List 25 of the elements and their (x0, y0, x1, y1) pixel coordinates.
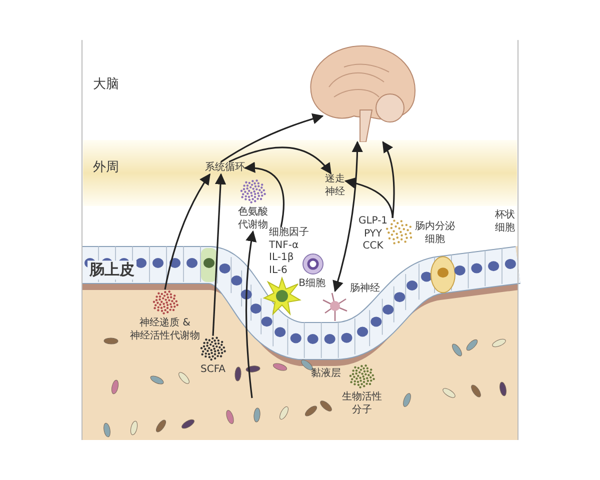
pathway-label: 生物活性分子 (341, 392, 383, 416)
arrow (244, 162, 284, 228)
pathway-label: 色氨酸代谢物 (237, 206, 269, 232)
arrow (382, 141, 395, 218)
region-label: 肠上皮 (88, 260, 136, 280)
arrow (332, 140, 363, 292)
region-label: 大脑 (93, 76, 119, 94)
region-label: B细胞 (298, 278, 326, 290)
pathway-label: 细胞因子 TNF-α IL-1β IL-6 (269, 227, 309, 277)
pathway-label: 肠神经 (350, 283, 380, 296)
region-label: 杯状细胞 (494, 210, 516, 234)
arrow (344, 178, 394, 218)
pathway-label: GLP-1 PYY CCK (358, 215, 388, 253)
region-label: 外周 (93, 160, 119, 176)
pathway-label: 神经递质 & 神经活性代谢物 (129, 318, 201, 342)
arrow (228, 146, 332, 174)
pathway-label: 肠内分泌细胞 (414, 221, 456, 246)
region-label: 黏液层 (311, 368, 341, 380)
arrow (212, 173, 226, 336)
pathway-label: 系统循环 (205, 162, 245, 174)
arrow (164, 173, 210, 290)
pathway-label: SCFA (199, 364, 226, 376)
arrow (220, 113, 324, 162)
pathway-label: 迷走神经 (324, 174, 346, 198)
arrow (245, 230, 257, 398)
